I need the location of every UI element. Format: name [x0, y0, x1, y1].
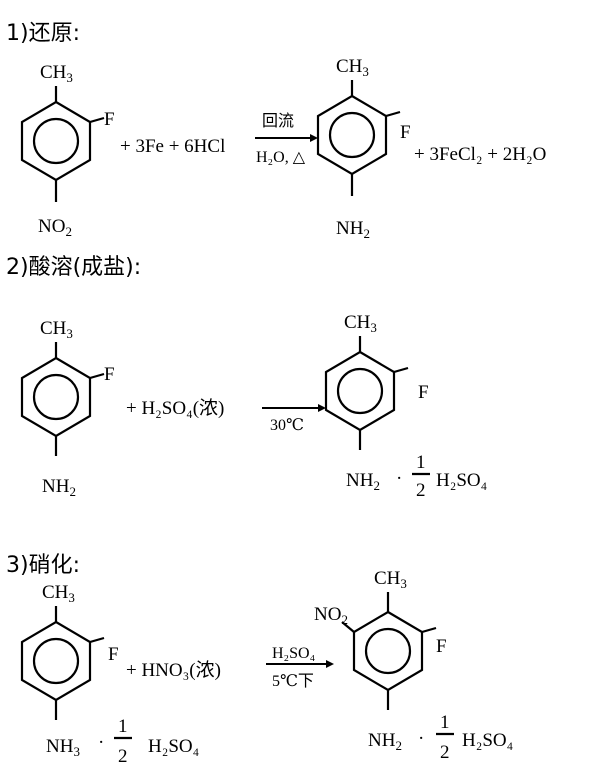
middle-dot: · [396, 468, 402, 489]
step3-product-salt: H₂SO₄ [462, 730, 513, 751]
middle-dot: · [418, 728, 424, 749]
step1-arrow: 回流 H₂O, △ [255, 112, 318, 166]
ammonium-label: NH3 [46, 736, 80, 759]
fraction-numerator: 1 [416, 452, 426, 473]
step2-salt: H₂SO₄ [436, 470, 487, 491]
fraction-numerator: 1 [118, 716, 128, 737]
benzene-ring [20, 620, 92, 702]
benzene-ring [324, 350, 396, 432]
step1-condition-above: 回流 [262, 112, 294, 130]
step3-arrow: H₂SO₄ 5℃下 [266, 645, 334, 690]
amino-label: NH2 [346, 470, 380, 493]
fraction-denominator: 2 [118, 746, 128, 767]
step1-reactant-molecule: CH3 F NO2 [20, 62, 115, 239]
ch3-label: CH3 [336, 56, 369, 79]
benzene-ring [352, 610, 424, 692]
step2-reactant-molecule: CH3 F NH2 [20, 318, 115, 499]
ch3-label: CH3 [344, 312, 377, 335]
fluoro-label: F [436, 636, 447, 657]
step2-reagent: + H₂SO₄(浓) [126, 397, 224, 419]
step3-condition-below: 5℃下 [272, 673, 314, 690]
step2-arrow: 30℃ [262, 404, 326, 434]
ch3-label: CH3 [40, 62, 73, 85]
fluoro-label: F [104, 109, 115, 130]
step3-condition-above: H₂SO₄ [272, 645, 316, 662]
middle-dot: · [98, 732, 104, 753]
step-3-title: 3)硝化: [6, 553, 80, 578]
step2-condition-below: 30℃ [270, 417, 304, 434]
fraction-denominator: 2 [416, 480, 426, 501]
ch3-label: CH3 [374, 568, 407, 591]
nitro-label: NO2 [314, 604, 348, 627]
amino-label: NH2 [368, 730, 402, 753]
step-2-title: 2)酸溶(成盐): [6, 255, 141, 280]
fluoro-label: F [104, 364, 115, 385]
step1-reagents: + 3Fe + 6HCl [120, 136, 225, 157]
step1-byproducts: + 3FeCl₂ + 2H₂O [414, 144, 546, 165]
ch3-label: CH3 [40, 318, 73, 341]
fraction-numerator: 1 [440, 712, 450, 733]
step3-product-molecule: CH3 NO2 F NH2 · 1 2 H₂SO₄ [314, 568, 513, 763]
fluoro-label: F [108, 644, 119, 665]
fraction-denominator: 2 [440, 742, 450, 763]
fluoro-label: F [400, 122, 411, 143]
step-1-title: 1)还原: [6, 21, 80, 46]
benzene-ring [316, 94, 388, 176]
ch3-label: CH3 [42, 582, 75, 605]
step3-reactant-molecule: CH3 F NH3 · 1 2 H₂SO₄ [20, 582, 199, 767]
step1-product-molecule: CH3 F NH2 [316, 56, 411, 241]
step3-reagent: + HNO₃(浓) [126, 659, 221, 681]
amino-label: NH2 [42, 476, 76, 499]
step2-product-molecule: CH3 F NH2 · 1 2 H₂SO₄ [324, 312, 487, 501]
step3-reactant-salt: H₂SO₄ [148, 736, 199, 757]
step1-condition-below: H₂O, △ [256, 149, 306, 166]
benzene-ring [20, 356, 92, 438]
amino-label: NH2 [336, 218, 370, 241]
fluoro-label: F [418, 382, 429, 403]
nitro-label: NO2 [38, 216, 72, 239]
benzene-ring [20, 100, 92, 182]
